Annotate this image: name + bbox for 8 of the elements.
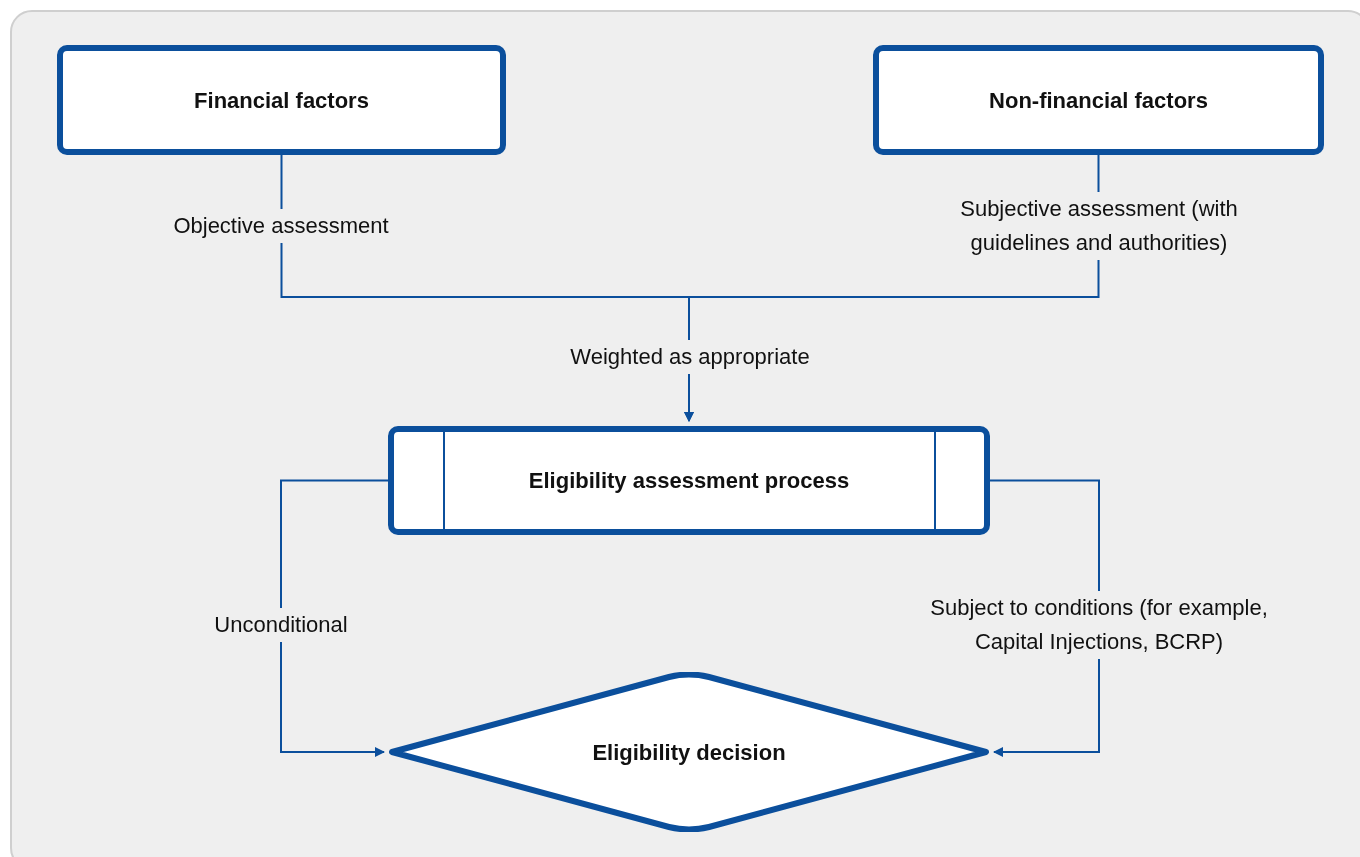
factor-box bbox=[873, 45, 1324, 155]
node-label: Non-financial factors bbox=[989, 86, 1208, 115]
node-label: Financial factors bbox=[194, 86, 369, 115]
node-label: Eligibility decision bbox=[592, 738, 786, 767]
node-label: Eligibility assessment process bbox=[528, 467, 850, 495]
connector-arrow bbox=[280, 479, 389, 757]
factor-box bbox=[57, 45, 506, 155]
process-box bbox=[388, 426, 990, 535]
